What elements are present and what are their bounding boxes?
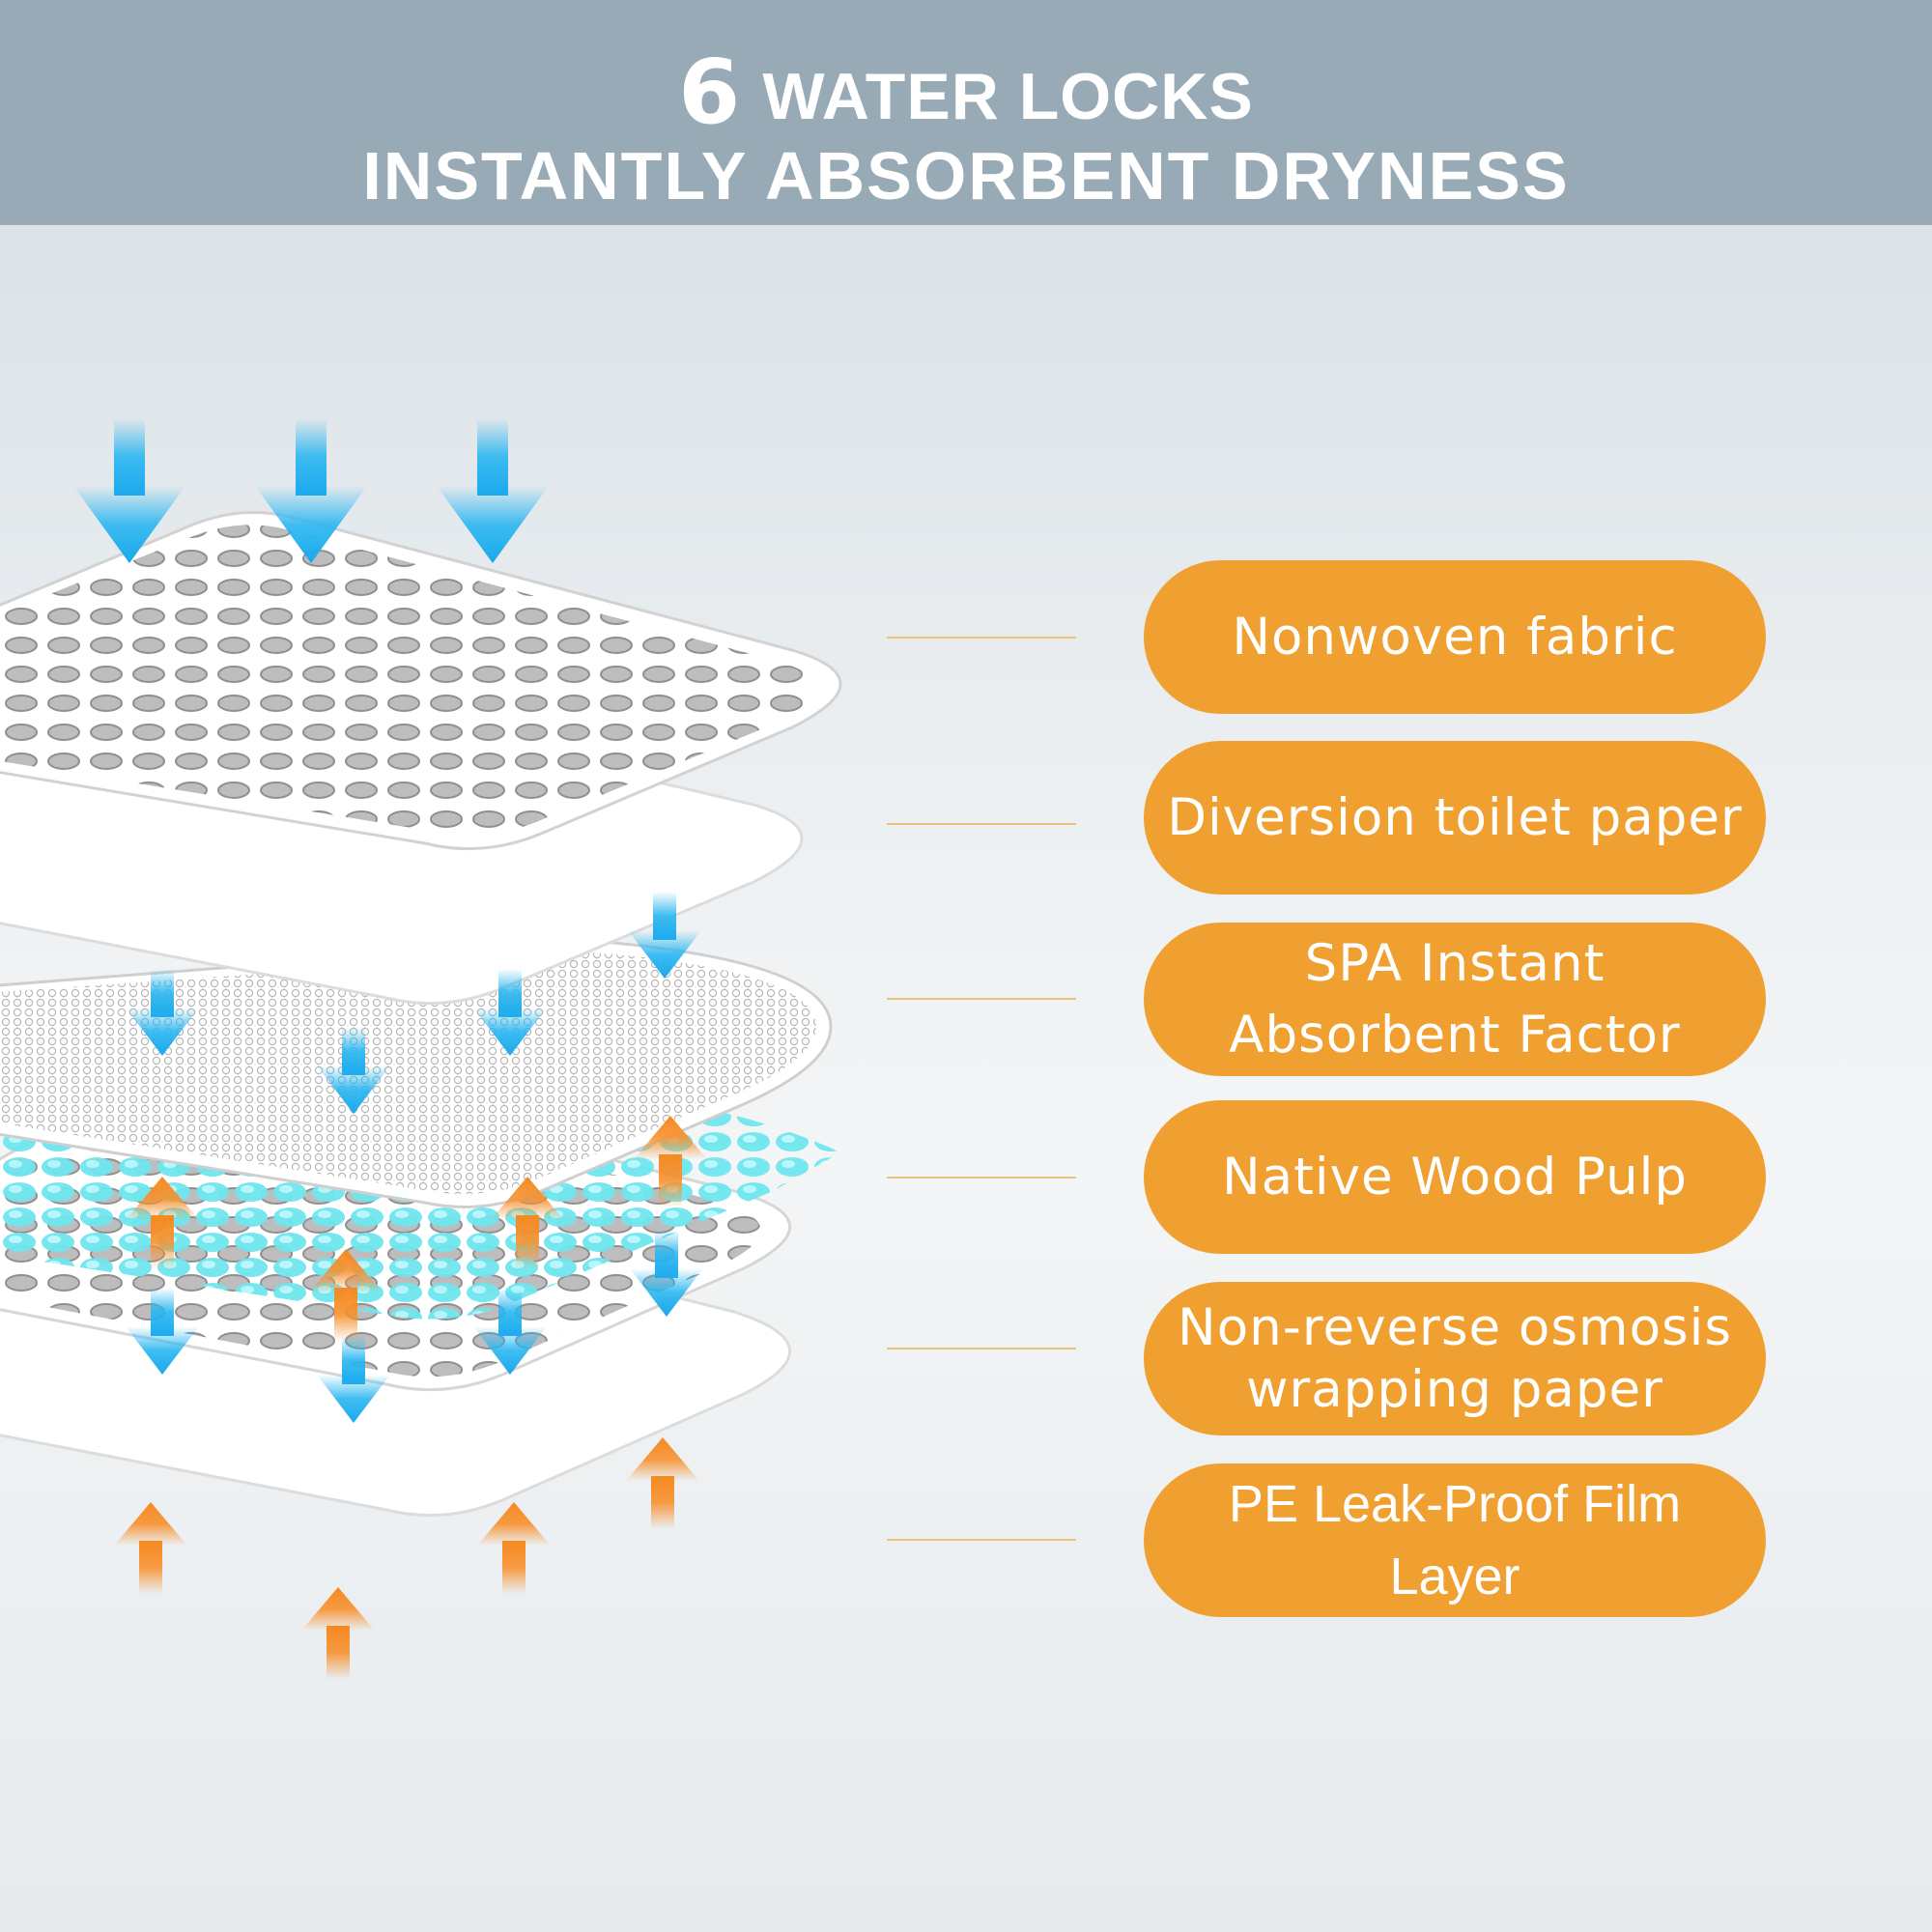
header-banner: 6 WATER LOCKS INSTANTLY ABSORBENT DRYNESS (0, 0, 1932, 225)
layer-label-text: SPA Instant Absorbent Factor (1229, 934, 1681, 1065)
connector-line-5 (887, 1348, 1076, 1350)
layer-label-spa-absorbent-factor: SPA Instant Absorbent Factor (1144, 923, 1766, 1076)
connector-line-2 (887, 823, 1076, 825)
title-line: 6 WATER LOCKS (0, 41, 1932, 144)
connector-line-6 (887, 1539, 1076, 1541)
layer-label-text: Diversion toilet paper (1167, 787, 1743, 847)
layer-stack-illustration (0, 225, 966, 1771)
layer-label-diversion-toilet-paper: Diversion toilet paper (1144, 741, 1766, 895)
layer-label-text: Nonwoven fabric (1232, 607, 1678, 667)
layer-label-native-wood-pulp: Native Wood Pulp (1144, 1100, 1766, 1254)
connector-line-4 (887, 1177, 1076, 1179)
layer-label-nonwoven-fabric: Nonwoven fabric (1144, 560, 1766, 714)
up-arrows (114, 1116, 707, 1679)
title-number: 6 (678, 41, 742, 144)
title-text: WATER LOCKS (762, 60, 1254, 133)
layer-label-text: Non-reverse osmosis wrapping paper (1178, 1297, 1732, 1419)
layer-label-non-reverse-osmosis-paper: Non-reverse osmosis wrapping paper (1144, 1282, 1766, 1435)
layer-label-text: PE Leak-Proof Film Layer (1228, 1474, 1682, 1605)
subtitle: INSTANTLY ABSORBENT DRYNESS (362, 138, 1570, 213)
connector-line-3 (887, 998, 1076, 1000)
connector-line-1 (887, 637, 1076, 639)
layer-label-text: Native Wood Pulp (1221, 1147, 1689, 1207)
down-arrows (73, 418, 703, 1423)
layer-label-pe-leak-proof-film: PE Leak-Proof Film Layer (1144, 1463, 1766, 1617)
